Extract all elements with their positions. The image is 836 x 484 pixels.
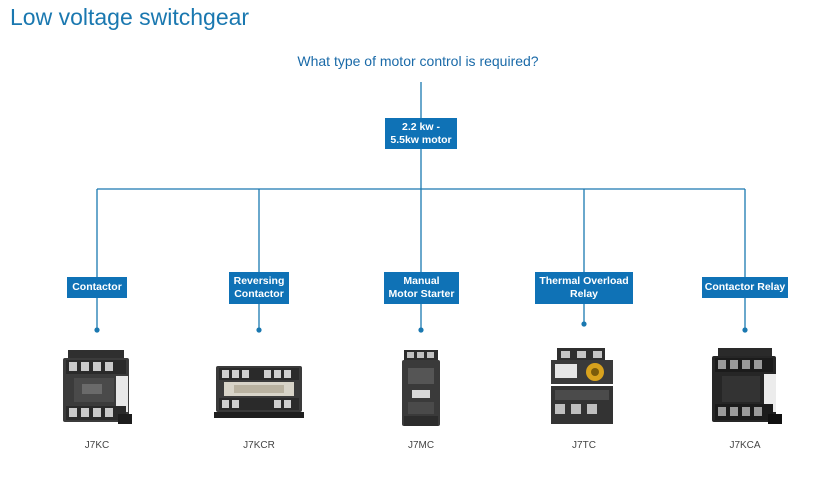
- model-label-j7mc: J7MC: [407, 440, 435, 451]
- product-image-j7kc: [63, 350, 132, 424]
- option-box-contactor-relay: Contactor Relay: [702, 277, 788, 298]
- root-node-box: 2.2 kw - 5.5kw motor: [385, 118, 457, 149]
- page-title: Low voltage switchgear: [10, 4, 250, 30]
- option-box-thermal-overload-relay: Thermal Overload Relay: [535, 272, 633, 304]
- model-label-j7kcr: J7KCR: [243, 440, 275, 451]
- end-dot-3: [418, 327, 424, 333]
- option-label-line-2: Relay: [569, 288, 599, 300]
- product-image-j7kca: [712, 348, 782, 424]
- end-dot-2: [256, 327, 262, 333]
- option-label-line-1: Manual: [403, 275, 440, 287]
- end-dot-1: [94, 327, 100, 333]
- question-text: What type of motor control is required?: [297, 53, 539, 69]
- model-label-j7tc: J7TC: [572, 440, 596, 451]
- root-line-2: 5.5kw motor: [390, 133, 452, 146]
- end-dot-4: [581, 321, 587, 327]
- model-label-j7kc: J7KC: [84, 440, 110, 451]
- model-label-j7kca: J7KCA: [729, 440, 761, 451]
- option-box-contactor: Contactor: [67, 277, 127, 298]
- option-label-line-2: Motor Starter: [388, 288, 455, 300]
- root-line-1: 2.2 kw -: [402, 120, 440, 133]
- option-label-line-2: Contactor: [234, 288, 284, 300]
- option-label: Contactor Relay: [704, 281, 786, 293]
- product-image-j7kcr: [214, 366, 304, 418]
- product-image-j7tc: [551, 348, 613, 424]
- product-image-j7mc: [402, 350, 440, 426]
- option-box-reversing-contactor: Reversing Contactor: [229, 272, 289, 304]
- option-label-line-1: Reversing: [233, 275, 285, 287]
- option-label: Contactor: [72, 281, 122, 293]
- option-box-manual-motor-starter: Manual Motor Starter: [384, 272, 459, 304]
- end-dot-5: [742, 327, 748, 333]
- option-label-line-1: Thermal Overload: [539, 275, 629, 287]
